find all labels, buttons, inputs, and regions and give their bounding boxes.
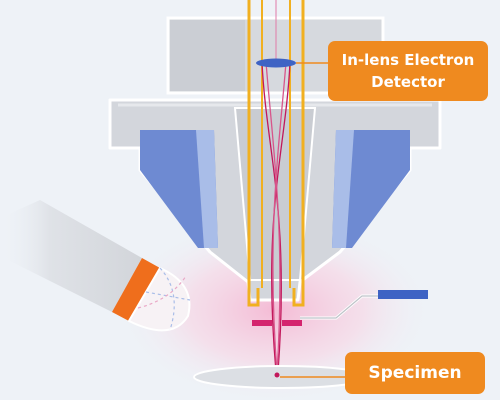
detector-label-line2: Detector [371,73,445,91]
beam-liner [247,0,305,307]
left-pole-piece [140,130,218,248]
specimen-callout: Specimen [345,352,485,394]
secondary-detector-arm [0,200,191,332]
detector-label-line1: In-lens Electron [341,51,475,69]
side-detector-icon [300,290,428,320]
right-pole-piece [332,130,410,248]
specimen-stage [193,365,371,389]
electron-beam [261,0,291,373]
in-lens-detector-callout: In-lens Electron Detector [328,41,488,101]
aperture-plates [252,320,302,326]
detector-disc-icon [256,58,296,68]
